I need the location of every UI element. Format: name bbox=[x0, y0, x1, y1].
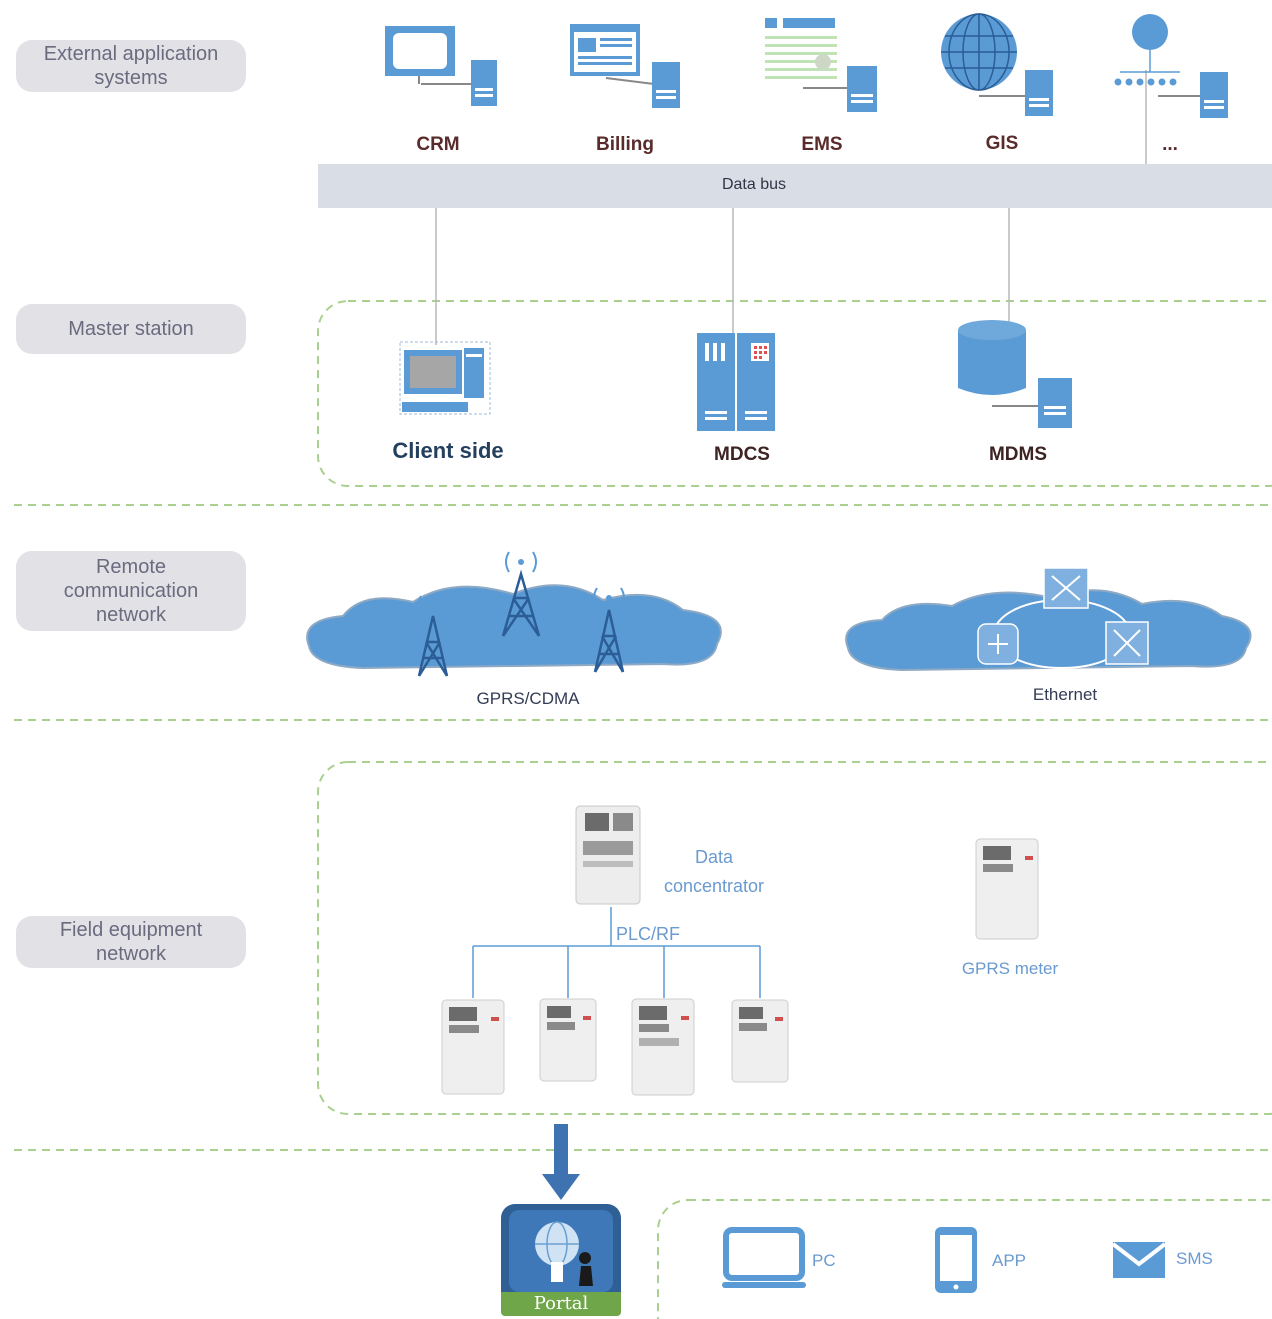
data-bus-bar bbox=[318, 164, 1272, 208]
layer-label-remote: Remote communication network bbox=[16, 551, 246, 631]
meter-icon-4 bbox=[731, 999, 789, 1083]
data-bus-label: Data bus bbox=[721, 176, 787, 193]
mdms-label: MDMS bbox=[988, 444, 1048, 465]
more-label: ... bbox=[1162, 134, 1178, 155]
ethernet-label: Ethernet bbox=[1032, 685, 1098, 704]
data-concentrator-icon bbox=[575, 805, 641, 905]
crm-label: CRM bbox=[416, 134, 460, 155]
pc-laptop-icon bbox=[722, 1227, 806, 1288]
client-computer-icon bbox=[399, 341, 491, 415]
gis-globe-icon bbox=[941, 13, 1053, 116]
pc-label: PC bbox=[812, 1251, 836, 1270]
gis-label: GIS bbox=[985, 133, 1019, 154]
layer-label-field: Field equipment network bbox=[16, 916, 246, 968]
tower-icon bbox=[417, 569, 625, 677]
ems-icon bbox=[765, 18, 877, 112]
billing-icon bbox=[570, 24, 680, 108]
meter-icon-1 bbox=[441, 999, 505, 1095]
portal-button[interactable]: Portal bbox=[501, 1204, 621, 1316]
layer-label-external: External application systems bbox=[16, 40, 246, 92]
ems-label: EMS bbox=[801, 134, 843, 155]
mdcs-server-icon bbox=[697, 333, 775, 431]
network-hierarchy-icon bbox=[1114, 14, 1228, 118]
sms-label: SMS bbox=[1176, 1249, 1213, 1268]
plc-rf-label: PLC/RF bbox=[616, 924, 681, 944]
gprs-cloud bbox=[306, 551, 722, 677]
billing-label: Billing bbox=[595, 134, 655, 155]
layer-label-master: Master station bbox=[16, 304, 246, 354]
app-label: APP bbox=[992, 1251, 1027, 1270]
concentrator-label: Data concentrator bbox=[663, 847, 765, 896]
portal-label: Portal bbox=[533, 1293, 589, 1314]
globe-person-icon bbox=[509, 1210, 613, 1292]
meter-icon-3 bbox=[631, 998, 695, 1096]
mdms-database-icon bbox=[958, 320, 1072, 428]
client-side-label: Client side bbox=[392, 438, 504, 463]
mdcs-label: MDCS bbox=[714, 444, 770, 465]
down-arrow-icon bbox=[542, 1124, 580, 1200]
meter-icon-2 bbox=[539, 998, 597, 1082]
crm-icon bbox=[385, 26, 497, 106]
gprs-meter-label: GPRS meter bbox=[961, 959, 1059, 978]
app-phone-icon bbox=[935, 1227, 977, 1293]
gprs-meter-icon bbox=[975, 838, 1039, 940]
gprs-label: GPRS/CDMA bbox=[476, 689, 580, 708]
ethernet-cloud bbox=[845, 567, 1252, 672]
sms-envelope-icon bbox=[1111, 1242, 1167, 1278]
